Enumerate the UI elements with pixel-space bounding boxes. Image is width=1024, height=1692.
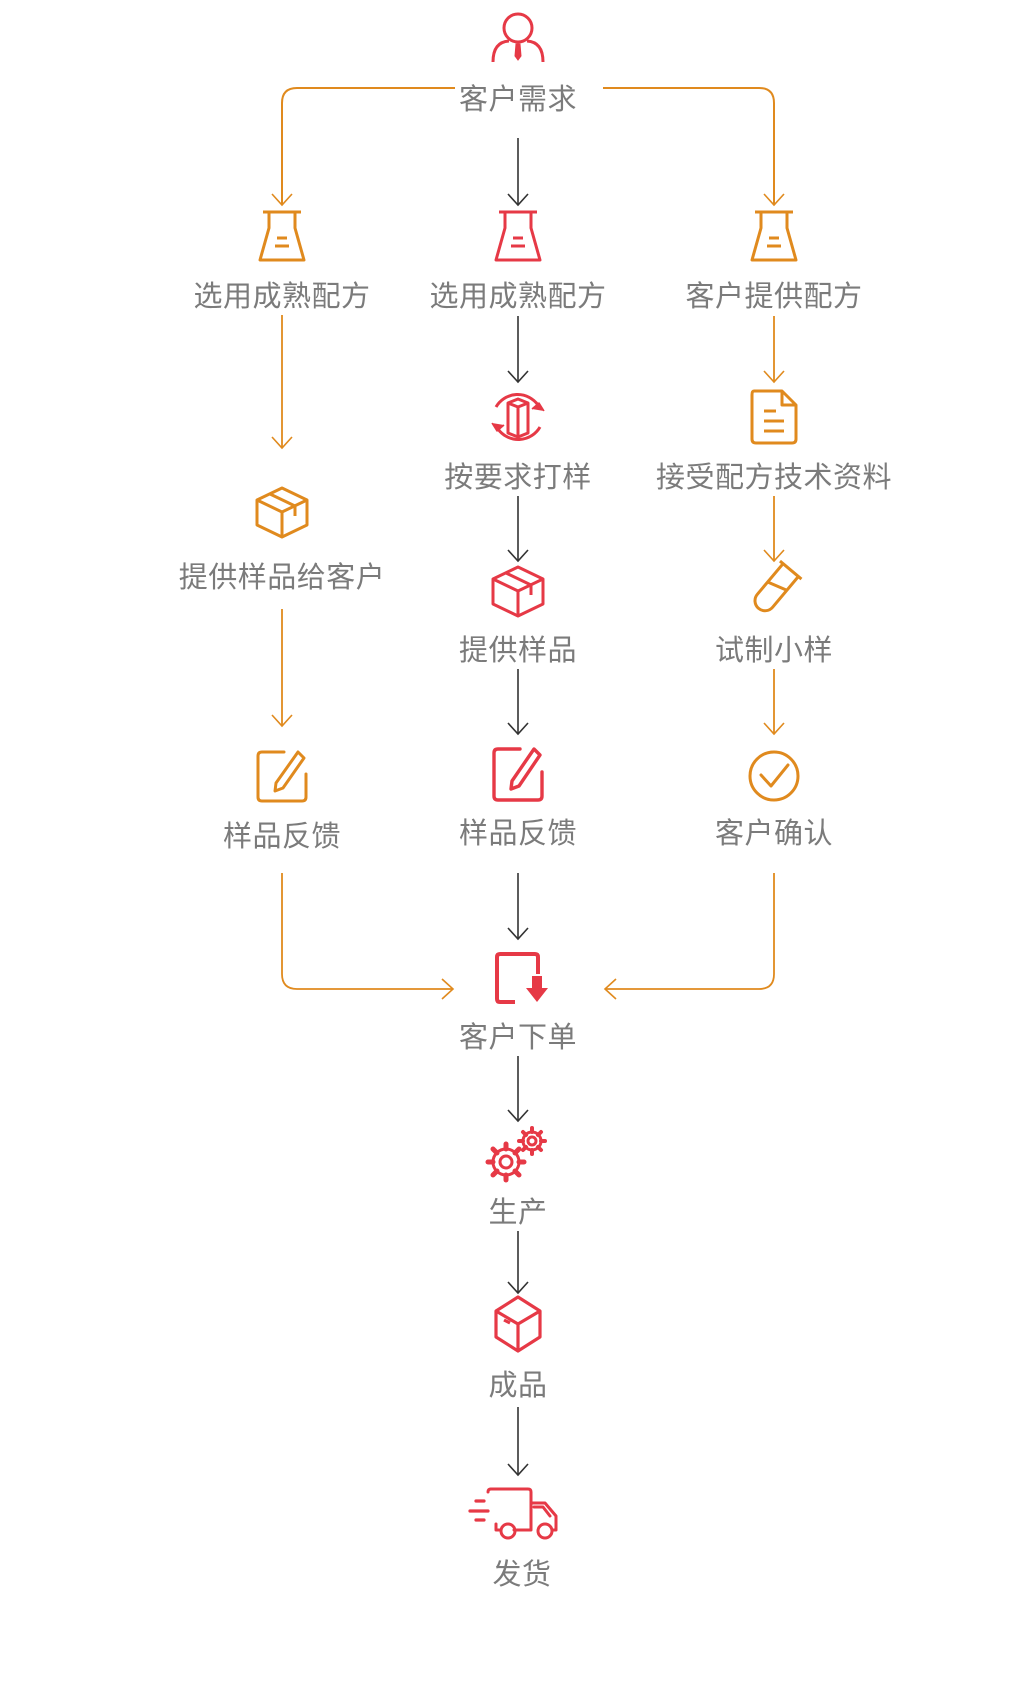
node-label-middle-sampling: 按要求打样: [442, 454, 594, 496]
package-icon: [491, 565, 545, 618]
edit-icon: [492, 747, 544, 802]
node-label-middle-provide-sample: 提供样品: [456, 627, 580, 669]
node-label-start: 客户需求: [456, 76, 580, 118]
connector-start-left: [271, 87, 455, 207]
test-tube-icon: [753, 559, 803, 613]
node-label-shipping: 发货: [490, 1551, 554, 1593]
cube-icon: [494, 1295, 542, 1353]
node-label-left-formula: 选用成熟配方: [191, 273, 373, 315]
node-label-product: 成品: [486, 1362, 550, 1404]
flask-icon: [750, 210, 798, 262]
flask-icon: [494, 210, 542, 262]
node-label-middle-feedback: 样品反馈: [456, 810, 580, 852]
node-label-right-customer-formula: 客户提供配方: [683, 273, 865, 315]
order-download-icon: [495, 952, 548, 1004]
node-label-order: 客户下单: [456, 1014, 580, 1056]
node-label-right-confirm: 客户确认: [712, 810, 836, 852]
edit-icon: [256, 750, 308, 803]
delivery-truck-icon: [468, 1487, 558, 1540]
document-icon: [750, 389, 798, 445]
node-label-right-trial: 试制小样: [712, 627, 836, 669]
gears-icon: [485, 1126, 547, 1183]
node-label-left-provide-sample: 提供样品给客户: [176, 554, 388, 596]
check-circle-icon: [748, 750, 800, 802]
rotate-box-icon: [491, 393, 545, 441]
connector-left-to-order: [281, 873, 455, 1000]
connector-start-right: [603, 87, 785, 207]
node-label-production: 生产: [486, 1189, 550, 1231]
package-icon: [255, 486, 309, 539]
node-label-left-feedback: 样品反馈: [220, 813, 344, 855]
flask-icon: [258, 210, 306, 262]
node-label-right-tech-docs: 接受配方技术资料: [653, 454, 895, 496]
node-label-middle-formula: 选用成熟配方: [427, 273, 609, 315]
connector-right-to-order: [603, 873, 775, 1000]
person-icon: [491, 12, 545, 63]
